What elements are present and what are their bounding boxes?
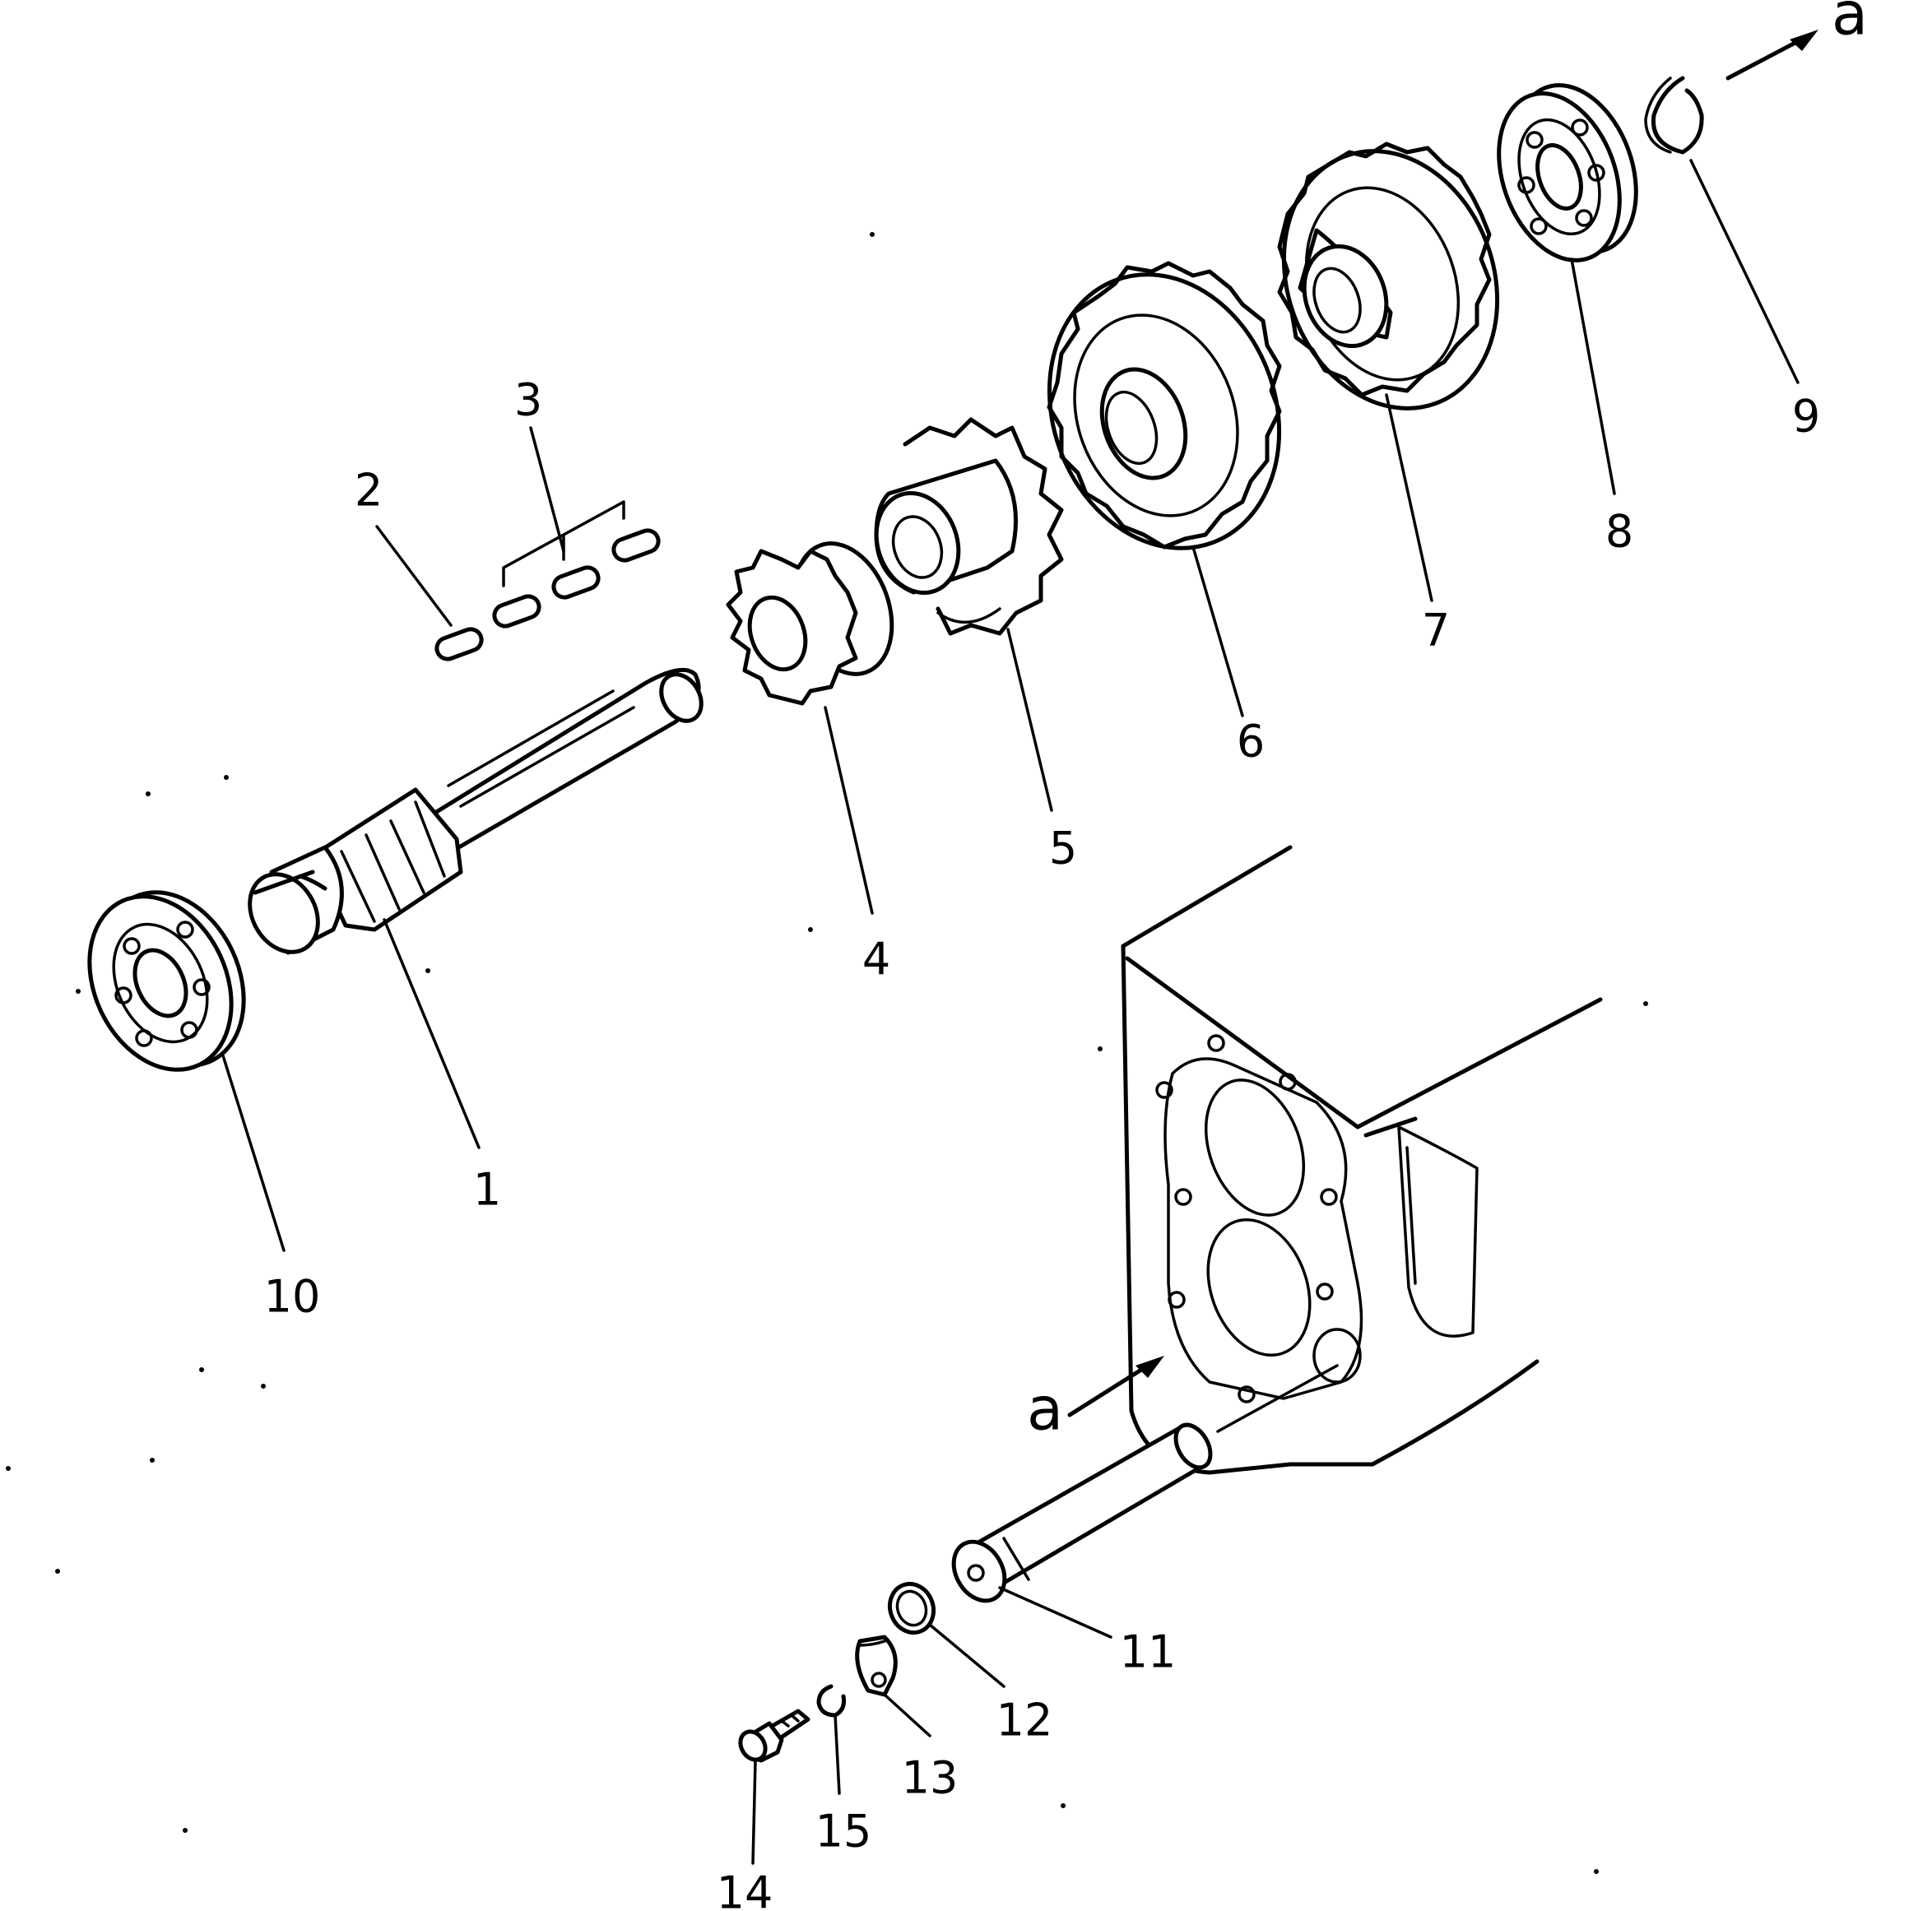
- callout-8: 8: [1605, 506, 1633, 558]
- key-single: [434, 627, 484, 661]
- view-arrow-bottom: [1067, 1356, 1164, 1417]
- gear-wide: [1277, 141, 1500, 410]
- bearing-right: [1497, 83, 1638, 262]
- gear-large: [1047, 261, 1282, 550]
- speck-marks: [6, 232, 1648, 1874]
- callout-5: 5: [1049, 823, 1077, 874]
- callout-10: 10: [264, 1271, 321, 1323]
- callout-7: 7: [1422, 605, 1450, 656]
- idler-shaft: [951, 1422, 1213, 1603]
- keys-set: [492, 500, 661, 628]
- o-ring: [888, 1581, 936, 1635]
- leader-lines: [221, 159, 1800, 1865]
- snap-ring: [1644, 76, 1704, 155]
- view-arrow-top: [1725, 30, 1818, 81]
- view-label-bottom: a: [1027, 1375, 1063, 1444]
- callout-4: 4: [862, 934, 890, 986]
- callout-13: 13: [902, 1752, 959, 1804]
- gear-sleeve: [874, 417, 1064, 636]
- callout-11: 11: [1120, 1626, 1177, 1678]
- bearing-left: [87, 890, 246, 1072]
- callout-12: 12: [996, 1695, 1053, 1746]
- callout-14: 14: [717, 1867, 773, 1911]
- callout-3: 3: [514, 374, 542, 426]
- callout-2: 2: [355, 465, 383, 517]
- callout-9: 9: [1792, 391, 1820, 443]
- callout-15: 15: [815, 1806, 872, 1858]
- callout-1: 1: [473, 1164, 501, 1216]
- view-label-top: a: [1832, 0, 1868, 49]
- bolt: [738, 1709, 810, 1763]
- callout-labels: 1 2 3 4 5 6 7 8 9 10 11 12 13 14 15 a a: [264, 0, 1868, 1911]
- callout-6: 6: [1237, 716, 1265, 768]
- spring-washer: [816, 1684, 846, 1718]
- main-shaft: [248, 667, 704, 955]
- gear-housing: [1121, 845, 1603, 1475]
- lock-plate: [855, 1635, 898, 1697]
- gear-small: [726, 541, 894, 706]
